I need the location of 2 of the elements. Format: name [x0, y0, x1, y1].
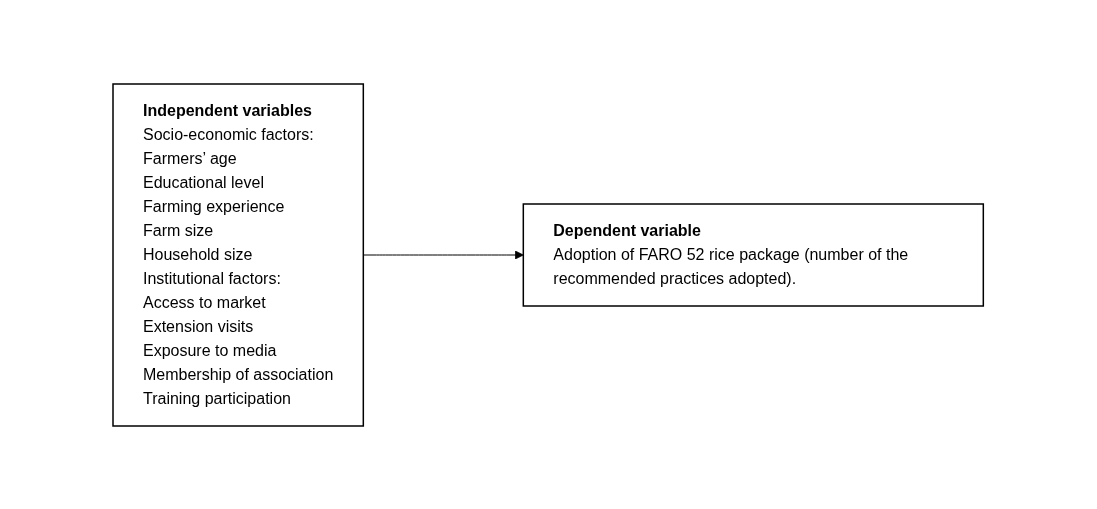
node-box: Independent variables Socio-economic factors: Farmers’ age Educational level Farming experience Farm size Household size Institutional factors: Access to market Extension visits Exposure to media Membership of association Training participation — [112, 82, 365, 427]
node-box: Dependent variable Adoption of FARO 52 rice package (number of the recommended practices adopted). — [522, 202, 985, 307]
